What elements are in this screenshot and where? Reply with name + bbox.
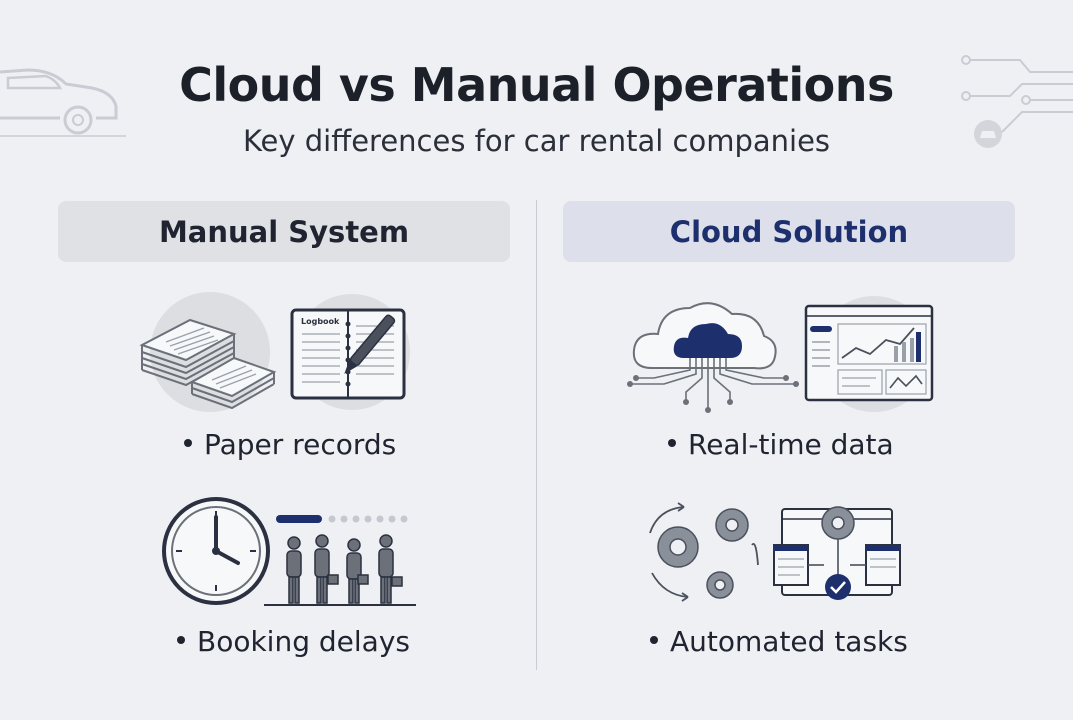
- cloud-item-real-time-data: Real-time data: [668, 428, 894, 461]
- bullet-dot: [668, 439, 676, 447]
- bullet-dot: [650, 636, 658, 644]
- manual-item-booking-delays: Booking delays: [177, 625, 410, 658]
- page-title: Cloud vs Manual Operations: [179, 58, 894, 112]
- automated-tasks-label: Automated tasks: [670, 625, 908, 658]
- bullet-dot: [184, 439, 192, 447]
- bullet-dot: [177, 636, 185, 644]
- car-outline-icon: [0, 68, 126, 137]
- page-subtitle: Key differences for car rental companies: [242, 124, 831, 158]
- paper-records-label: Paper records: [204, 428, 397, 461]
- manual-system-heading: Manual System: [58, 201, 510, 262]
- booking-delays-icon: [162, 497, 416, 606]
- circuit-car-icon: [961, 55, 1073, 148]
- cloud-item-automated-tasks: Automated tasks: [650, 625, 908, 658]
- column-divider: [536, 200, 537, 670]
- paper-records-icon: Logbook: [139, 292, 410, 412]
- real-time-data-icon: [627, 296, 934, 413]
- manual-item-paper-records: Paper records: [184, 428, 396, 461]
- booking-delays-label: Booking delays: [197, 625, 410, 658]
- logbook-label: Logbook: [301, 317, 340, 326]
- automated-tasks-icon: [649, 502, 901, 602]
- real-time-data-label: Real-time data: [688, 428, 894, 461]
- cloud-solution-heading: Cloud Solution: [563, 201, 1015, 262]
